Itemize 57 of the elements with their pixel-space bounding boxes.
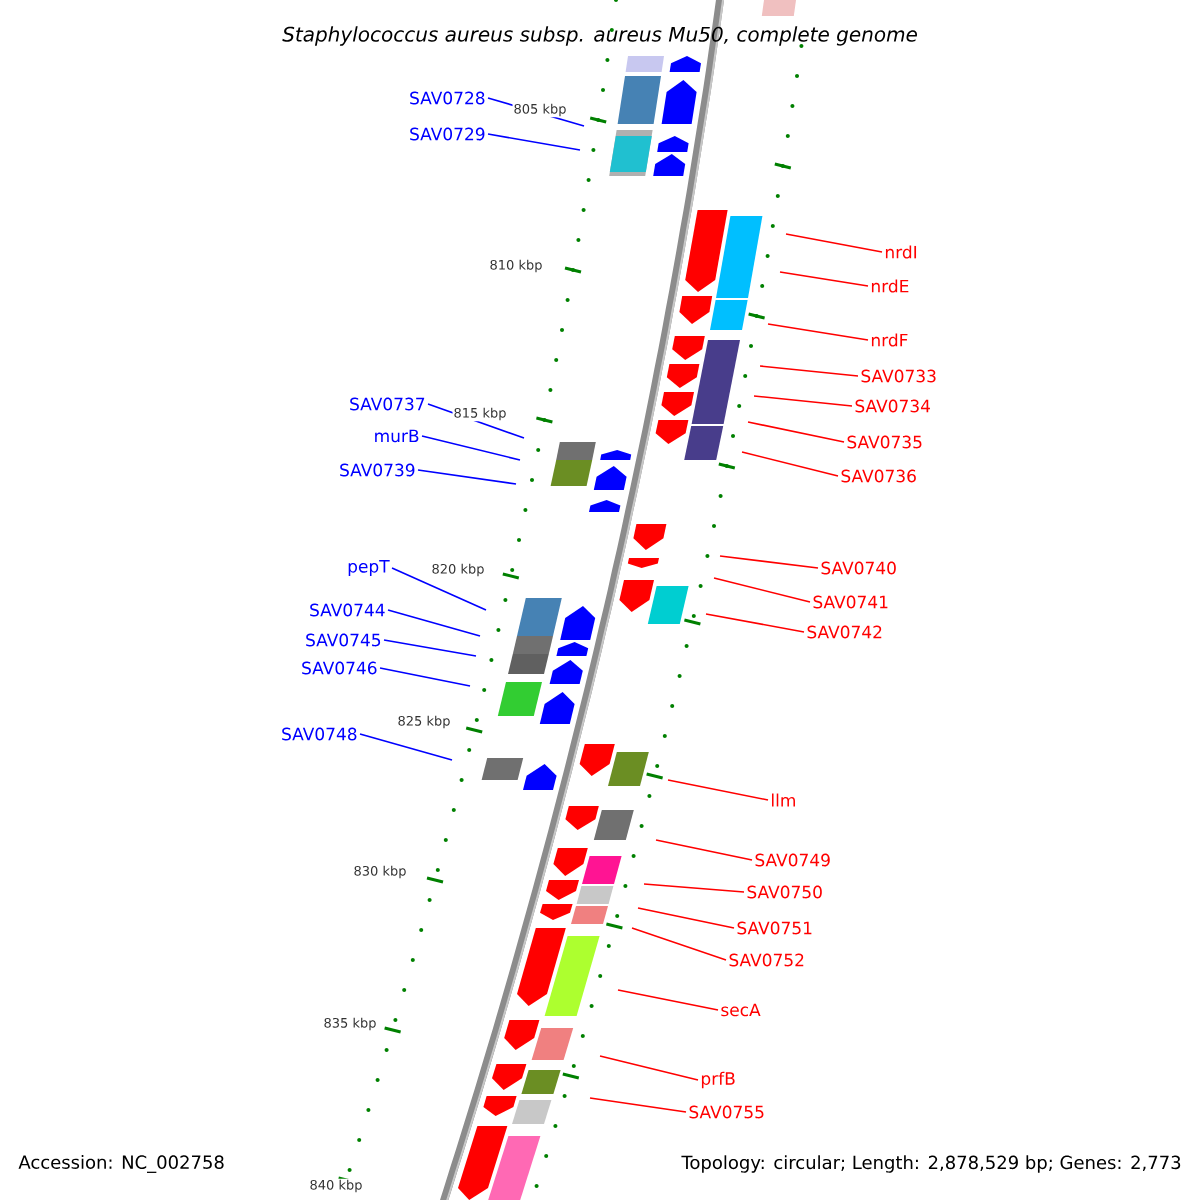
leader-line	[379, 667, 471, 687]
accession-text: Accession: NC_002758	[18, 1155, 224, 1173]
gene-label: llm	[772, 793, 795, 807]
gene-label: SAV0729	[410, 127, 485, 141]
gene-label: SAV0728	[410, 91, 485, 105]
leader-line	[767, 323, 869, 341]
gene-label: secA	[721, 1003, 761, 1017]
leader-line	[779, 271, 869, 287]
leader-line	[631, 927, 727, 961]
leader-line	[705, 613, 805, 633]
leader-line	[759, 365, 859, 377]
gene-label: nrdE	[871, 279, 909, 293]
gene-label: SAV0746	[302, 661, 377, 675]
leader-line	[391, 567, 487, 611]
leader-line	[421, 435, 521, 461]
gene-label: SAV0740	[821, 561, 896, 575]
leader-line	[719, 555, 819, 569]
leader-line	[747, 421, 845, 443]
gene-label: murB	[375, 429, 419, 443]
leader-line	[387, 609, 481, 637]
gene-label: prfB	[701, 1071, 735, 1089]
gene-label: SAV0752	[729, 953, 804, 967]
leader-line	[617, 989, 719, 1011]
gene-label: SAV0742	[807, 625, 882, 639]
leader-line	[667, 779, 769, 801]
gene-label: SAV0755	[689, 1105, 764, 1119]
leader-line	[713, 577, 811, 603]
leader-line	[417, 469, 517, 485]
gene-label: SAV0751	[737, 921, 812, 935]
gene-label: SAV0749	[755, 853, 830, 867]
gene-label: SAV0745	[306, 633, 381, 647]
title: Staphylococcus aureus subsp. aureus Mu50, complete genome	[282, 26, 917, 46]
gene-label: SAV0748	[282, 727, 357, 741]
leader-line	[753, 395, 853, 407]
gene-label: SAV0739	[340, 463, 415, 477]
leader-line	[655, 839, 753, 861]
leader-line	[359, 733, 453, 761]
leader-line	[383, 639, 477, 657]
gene-label: nrdF	[871, 333, 908, 347]
genome-info-text: Topology: circular; Length: 2,878,529 bp; Genes: 2,773	[681, 1155, 1181, 1173]
leader-line	[589, 1097, 687, 1113]
gene-label: pepT	[348, 560, 390, 576]
gene-label: SAV0736	[841, 469, 916, 483]
gene-label: SAV0744	[310, 603, 385, 617]
leader-line	[487, 133, 581, 151]
leader-line	[637, 907, 735, 929]
gene-label: SAV0741	[813, 595, 888, 609]
gene-label: SAV0735	[847, 435, 922, 449]
gene-label: SAV0734	[855, 399, 930, 413]
leader-line	[643, 883, 745, 893]
gene-label: SAV0750	[747, 885, 822, 899]
gene-label: SAV0737	[350, 397, 425, 411]
leader-line	[741, 451, 839, 477]
leader-line	[599, 1055, 699, 1081]
leader-line	[785, 233, 883, 253]
gene-label: nrdI	[885, 245, 917, 259]
gene-label: SAV0733	[861, 369, 936, 383]
